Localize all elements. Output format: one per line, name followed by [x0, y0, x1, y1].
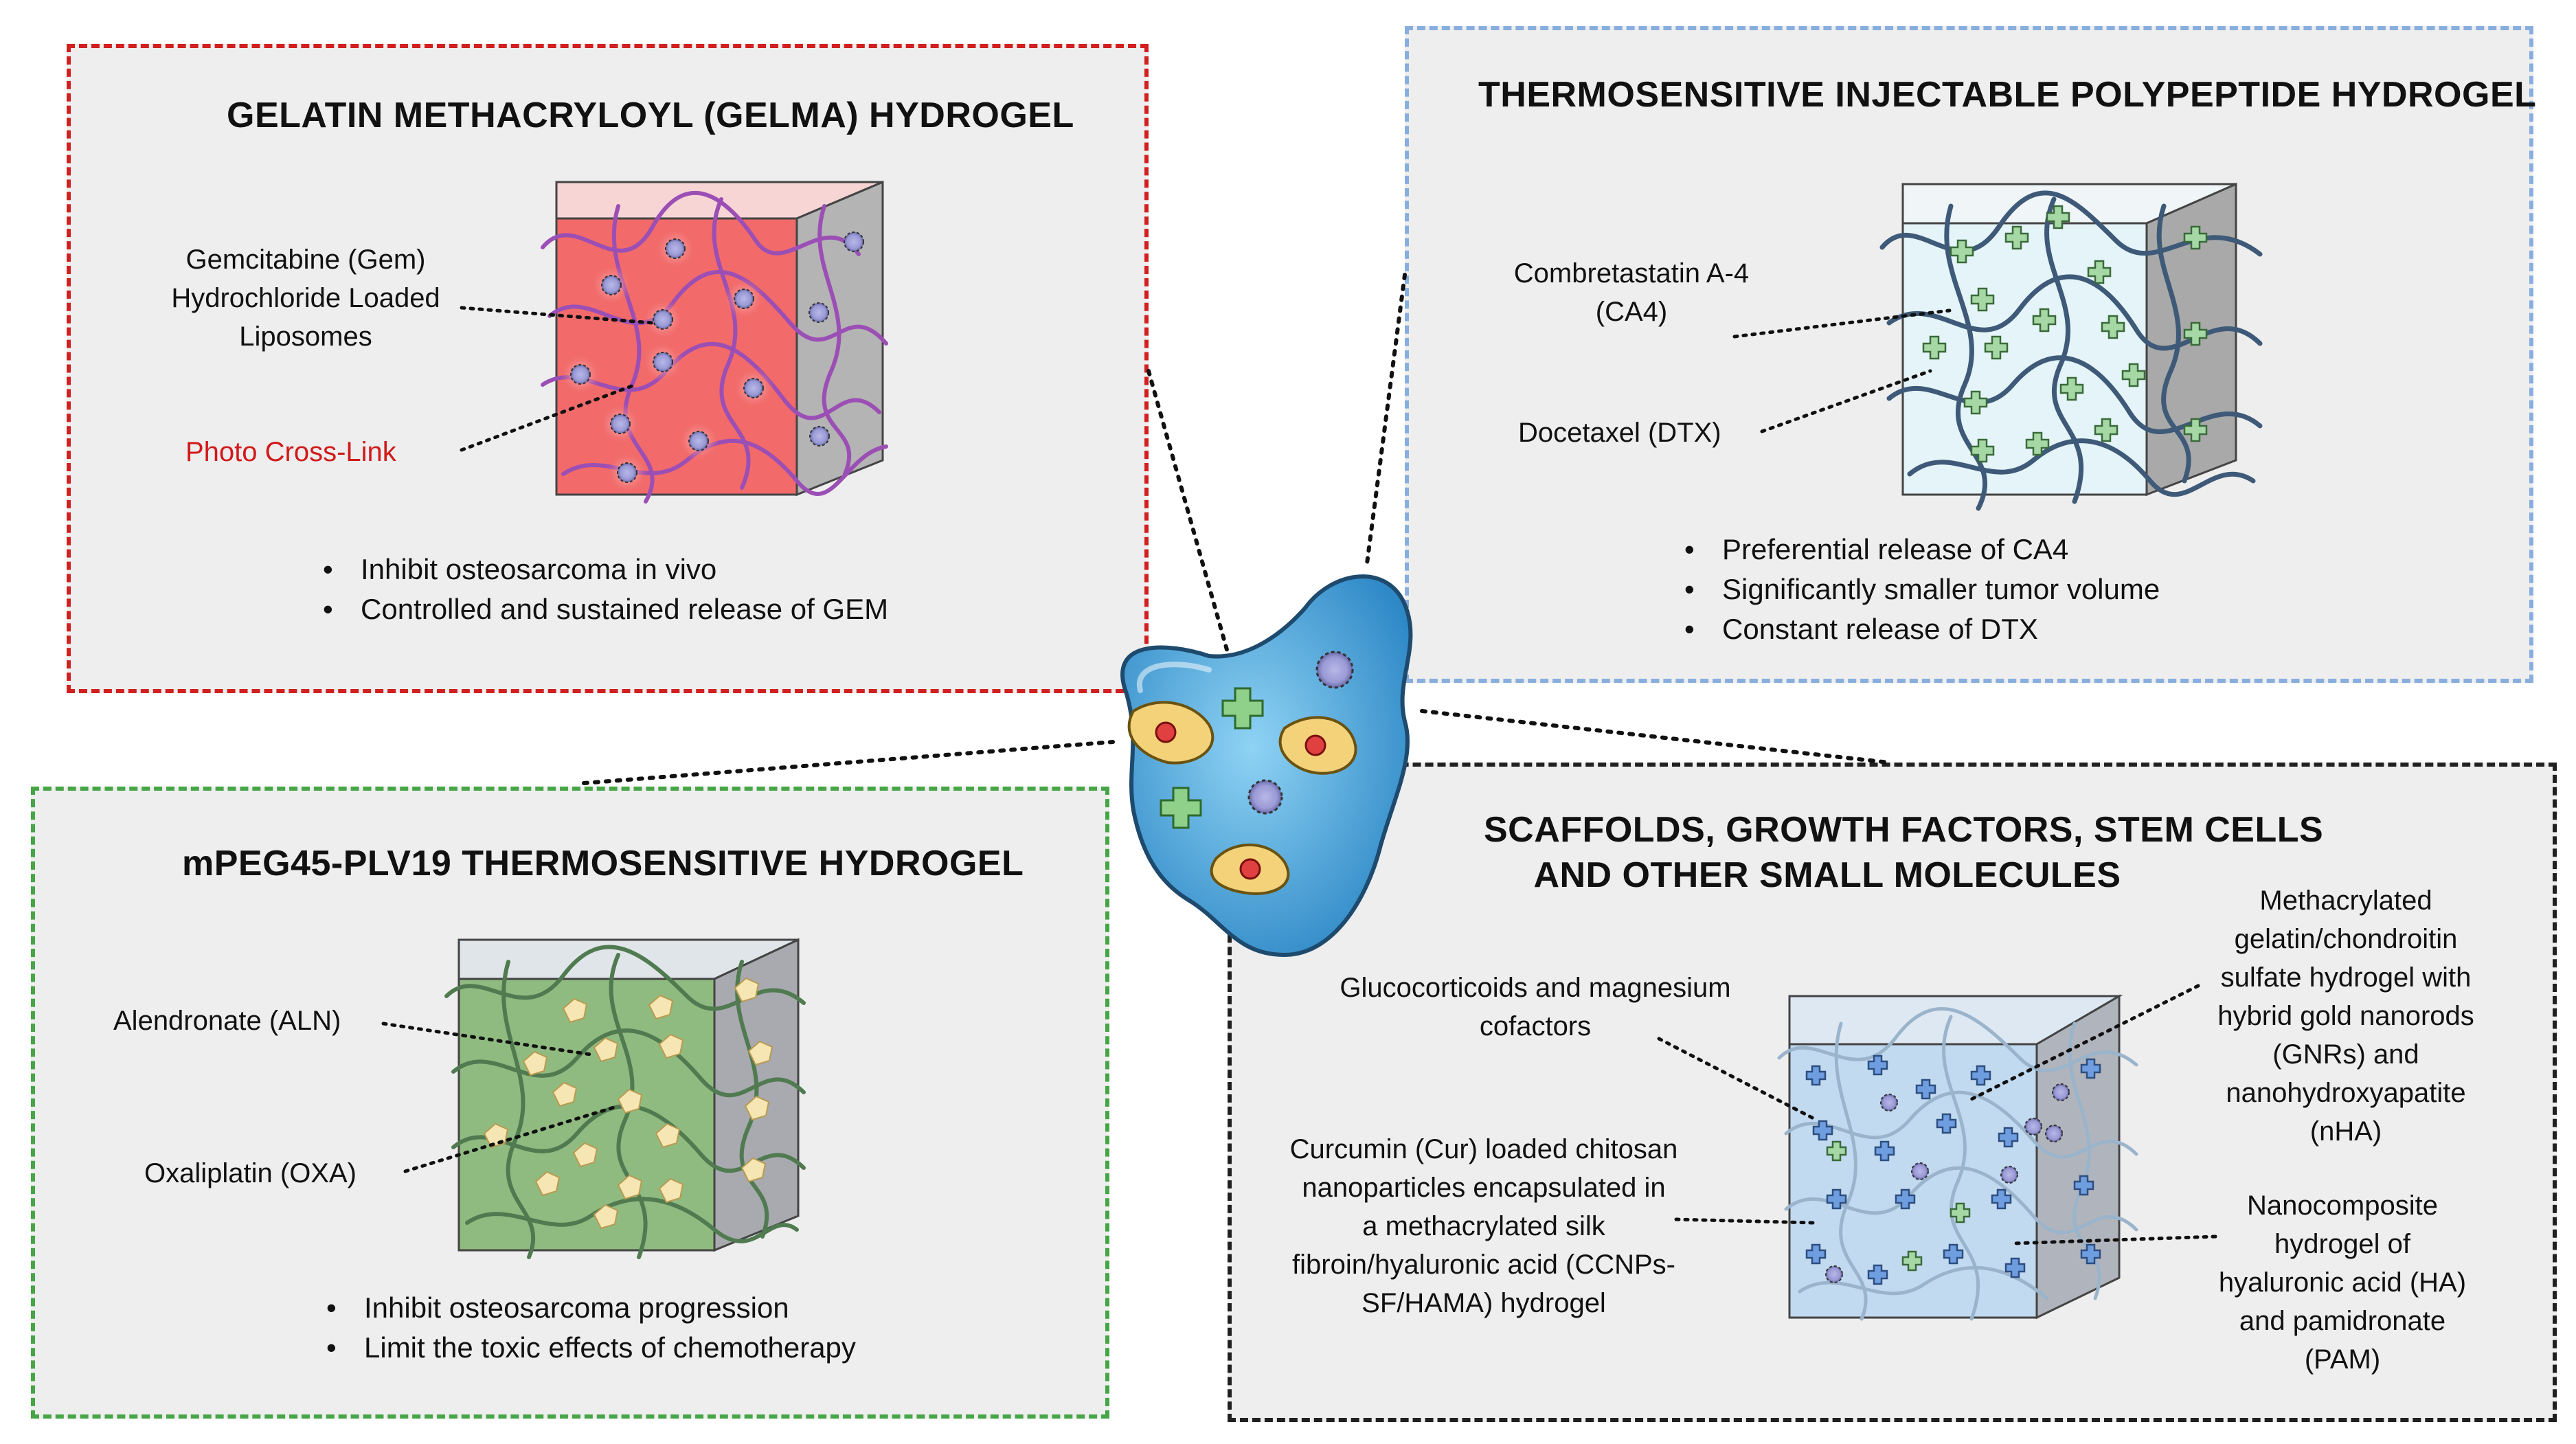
gelatin-chondroitin-label-line: gelatin/chondroitin — [2234, 924, 2458, 954]
alendronate-label: Alendronate (ALN) — [113, 1006, 341, 1036]
nanocomposite-label-line: and pamidronate — [2239, 1306, 2446, 1336]
gemcitabine-label-line: Hydrochloride Loaded — [171, 283, 440, 313]
mpeg-bullets: Inhibit osteosarcoma progression Limit t… — [326, 1288, 856, 1368]
mpeg-leader-lines — [381, 1022, 620, 1173]
drug-crosses — [1922, 205, 2208, 463]
gemcitabine-label-line: Liposomes — [239, 321, 372, 352]
curcumin-label-line: Curcumin (Cur) loaded chitosan — [1289, 1134, 1678, 1164]
gelma-title: GELATIN METHACRYLOYL (GELMA) HYDROGEL — [227, 95, 1074, 135]
bullet-item: Inhibit osteosarcoma progression — [326, 1288, 856, 1328]
scaffold-polymer-network — [1777, 1007, 2138, 1321]
nanocomposite-label-line: Nanocomposite — [2247, 1191, 2438, 1221]
gemcitabine-label: Gemcitabine (Gem) Hydrochloride Loaded L… — [148, 240, 464, 356]
glucocorticoids-label-line: cofactors — [1479, 1011, 1592, 1041]
gelma-polymer-network — [541, 190, 888, 504]
gelatin-chondroitin-label-line: sulfate hydrogel with — [2220, 962, 2472, 993]
bullet-item: Inhibit osteosarcoma in vivo — [323, 550, 888, 589]
combretastatin-label-line: Combretastatin A-4 — [1513, 258, 1750, 289]
scaffold-blue-crosses — [1805, 1054, 2101, 1285]
nanocomposite-label-line: (PAM) — [2304, 1344, 2381, 1375]
photo-crosslink-label: Photo Cross-Link — [185, 437, 396, 467]
gelatin-chondroitin-label-line: hybrid gold nanorods — [2217, 1001, 2474, 1031]
polypeptide-bullets: Preferential release of CA4 Significantl… — [1684, 530, 2160, 649]
bullet-item: Limit the toxic effects of chemotherapy — [326, 1328, 856, 1368]
scaffold-nanoparticles — [1825, 1083, 2070, 1283]
gemcitabine-liposomes — [560, 228, 864, 493]
central-crosses — [1160, 687, 1264, 829]
gelma-cube — [555, 180, 884, 497]
gelatin-chondroitin-label-line: (nHA) — [2309, 1116, 2382, 1147]
nanocomposite-label-line: hyaluronic acid (HA) — [2218, 1267, 2467, 1298]
docetaxel-label: Docetaxel (DTX) — [1518, 418, 1721, 448]
combretastatin-label: Combretastatin A-4 (CA4) — [1491, 254, 1772, 331]
nanocomposite-label-line: hydrogel of — [2274, 1229, 2410, 1259]
glucocorticoids-label-line: Glucocorticoids and magnesium — [1340, 973, 1731, 1003]
alendronate-particles — [483, 977, 773, 1230]
nanocomposite-label: Nanocomposite hydrogel of hyaluronic aci… — [2188, 1186, 2497, 1379]
gelatin-chondroitin-label-line: nanohydroxyapatite — [2226, 1078, 2466, 1108]
central-liposomes — [1247, 651, 1354, 815]
scaffolds-title-line: AND OTHER SMALL MOLECULES — [1533, 855, 2121, 895]
combretastatin-label-line: (CA4) — [1595, 297, 1668, 327]
curcumin-label: Curcumin (Cur) loaded chitosan nanoparti… — [1278, 1130, 1690, 1322]
polypeptide-leader-lines — [1732, 308, 1952, 433]
bullet-item: Controlled and sustained release of GEM — [323, 589, 888, 629]
scaffold-green-crosses — [1826, 1140, 1971, 1272]
gelma-bullets: Inhibit osteosarcoma in vivo Controlled … — [323, 550, 888, 629]
bullet-item: Significantly smaller tumor volume — [1684, 569, 2160, 609]
gemcitabine-label-line: Gemcitabine (Gem) — [185, 245, 426, 275]
center-connector-lines — [582, 273, 1891, 785]
mpeg-polymer-network — [444, 945, 806, 1259]
central-hydrogel — [1120, 574, 1413, 958]
polypeptide-title: THERMOSENSITIVE INJECTABLE POLYPEPTIDE H… — [1478, 75, 2537, 115]
gelma-leader-lines — [460, 306, 655, 452]
bullet-item: Preferential release of CA4 — [1684, 530, 2160, 569]
scaffold-leader-lines — [1657, 984, 2217, 1245]
gelatin-chondroitin-label-line: Methacrylated — [2259, 885, 2432, 916]
curcumin-label-line: SF/HAMA) hydrogel — [1362, 1288, 1606, 1318]
scaffolds-title-line: SCAFFOLDS, GROWTH FACTORS, STEM CELLS — [1484, 810, 2324, 850]
scaffolds-title: SCAFFOLDS, GROWTH FACTORS, STEM CELLS AN… — [1484, 807, 2324, 898]
gelatin-chondroitin-label-line: (GNRs) and — [2272, 1039, 2419, 1070]
bullet-item: Constant release of DTX — [1684, 609, 2160, 649]
curcumin-label-line: fibroin/hyaluronic acid (CCNPs- — [1292, 1250, 1675, 1280]
oxaliplatin-label: Oxaliplatin (OXA) — [144, 1158, 357, 1188]
curcumin-label-line: nanoparticles encapsulated in — [1302, 1173, 1666, 1203]
mpeg-title: mPEG45-PLV19 THERMOSENSITIVE HYDROGEL — [182, 844, 1024, 883]
glucocorticoids-label: Glucocorticoids and magnesium cofactors — [1333, 969, 1738, 1046]
central-cells — [1127, 701, 1357, 895]
gelatin-chondroitin-label: Methacrylated gelatin/chondroitin sulfat… — [2181, 881, 2511, 1151]
curcumin-label-line: a methacrylated silk — [1362, 1211, 1605, 1241]
